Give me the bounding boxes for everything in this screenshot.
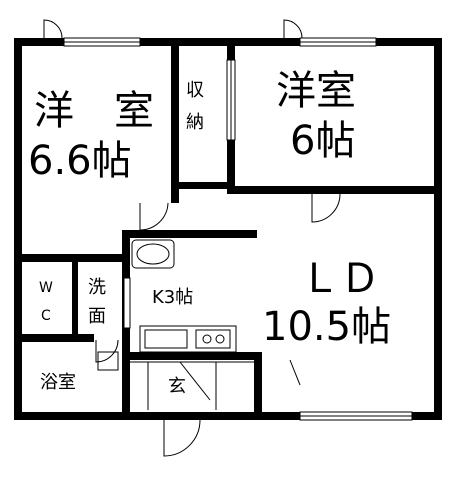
closet-line1: 収 <box>186 80 204 101</box>
doors <box>43 19 341 457</box>
washroom-line2: 面 <box>88 306 106 327</box>
closet-line2: 納 <box>186 112 204 133</box>
washroom-line1: 洗 <box>88 277 106 298</box>
ld-size: 10.5帖 <box>262 304 391 350</box>
western-room-left-name: 洋 室 <box>34 88 154 134</box>
entrance-name: 玄 <box>168 376 186 397</box>
western-room-left-size: 6.6帖 <box>28 138 132 184</box>
wc-line2: C <box>41 308 51 324</box>
western-room-right-size: 6帖 <box>290 118 355 164</box>
kitchen-name: K3帖 <box>152 287 193 308</box>
fixtures <box>97 239 237 371</box>
bathroom-name: 浴室 <box>40 372 76 393</box>
ld-name: ＬＤ <box>300 256 380 302</box>
window-wash <box>123 277 131 329</box>
western-room-right-name: 洋室 <box>276 68 356 114</box>
windows <box>63 37 413 421</box>
room-labels: 洋 室 6.6帖 収 納 洋室 6帖 ＬＤ 10.5帖 K3帖 W C 洗 面 … <box>28 68 391 397</box>
wc-line1: W <box>39 280 53 296</box>
